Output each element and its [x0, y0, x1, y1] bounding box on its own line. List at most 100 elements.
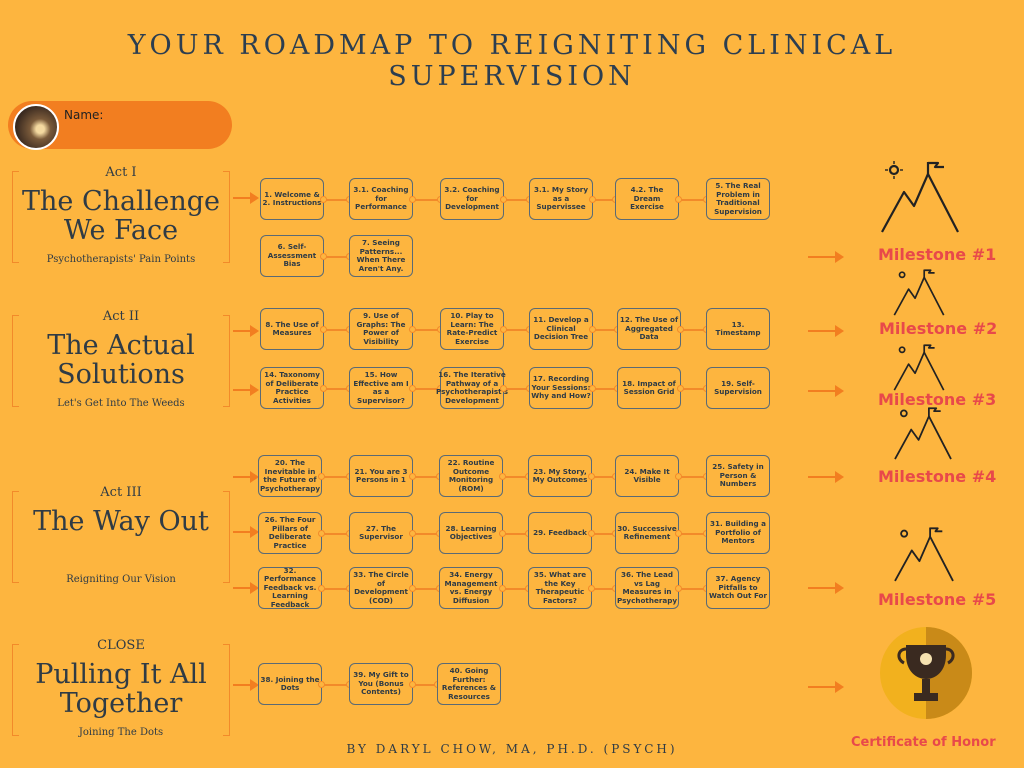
act-subtitle: Reigniting Our Vision: [32, 574, 210, 585]
connector-dot: [675, 196, 682, 203]
mountain-flag-icon: [893, 344, 945, 391]
node-connector: [592, 476, 615, 478]
act-title: The Actual Solutions: [47, 330, 195, 390]
roadmap-node[interactable]: 36. The Lead vs Lag Measures in Psychoth…: [615, 567, 679, 609]
page-title: YOUR ROADMAP TO REIGNITING CLINICAL SUPE…: [127, 30, 897, 92]
node-connector: [679, 533, 706, 535]
roadmap-node[interactable]: 26. The Four Pillars of Deliberate Pract…: [258, 512, 322, 554]
connector-dot: [409, 385, 416, 392]
row-arrow: [233, 679, 259, 691]
name-bar[interactable]: Name:: [8, 101, 232, 150]
roadmap-node[interactable]: 14. Taxonomy of Deliberate Practice Acti…: [260, 367, 324, 409]
node-connector: [593, 329, 617, 331]
connector-dot: [500, 385, 507, 392]
roadmap-node[interactable]: 11. Develop a Clinical Decision Tree: [529, 308, 593, 350]
certificate-label: Certificate of Honor: [851, 735, 996, 750]
connector-dot: [320, 385, 327, 392]
roadmap-node[interactable]: 10. Play to Learn: The Rate-Predict Exer…: [440, 308, 504, 350]
roadmap-node[interactable]: 31. Building a Portfolio of Mentors: [706, 512, 770, 554]
node-connector: [679, 588, 706, 590]
connector-dot: [677, 385, 684, 392]
roadmap-node[interactable]: 39. My Gift to You (Bonus Contents): [349, 663, 413, 705]
roadmap-node[interactable]: 3.1. Coaching for Performance: [349, 178, 413, 220]
mountain-flag-icon: [894, 407, 952, 460]
row-arrow: [233, 384, 259, 396]
mountain-flag-icon: [881, 161, 959, 233]
roadmap-node[interactable]: 17. Recording Your Sessions: Why and How…: [529, 367, 593, 409]
roadmap-node[interactable]: 33. The Circle of Development (COD): [349, 567, 413, 609]
roadmap-node[interactable]: 30. Successive Refinement: [615, 512, 679, 554]
act-label: Act III: [72, 485, 170, 500]
milestone-arrow: [808, 251, 844, 263]
connector-dot: [589, 385, 596, 392]
roadmap-node[interactable]: 32. Performance Feedback vs. Learning Fe…: [258, 566, 322, 609]
roadmap-node[interactable]: 6. Self-Assessment Bias: [260, 235, 324, 277]
roadmap-node[interactable]: 7. Seeing Patterns... When There Aren't …: [349, 235, 413, 277]
connector-dot: [500, 196, 507, 203]
connector-dot: [499, 473, 506, 480]
roadmap-node[interactable]: 37. Agency Pitfalls to Watch Out For: [706, 567, 770, 609]
roadmap-node[interactable]: 5. The Real Problem in Traditional Super…: [706, 178, 770, 220]
roadmap-node[interactable]: 28. Learning Objectives: [439, 512, 503, 554]
roadmap-node[interactable]: 23. My Story, My Outcomes: [528, 455, 592, 497]
node-connector: [679, 199, 706, 201]
node-connector: [324, 388, 349, 390]
act-title: The Way Out: [33, 506, 209, 537]
milestone-label: Milestone #3: [878, 390, 997, 409]
milestone-label: Milestone #1: [878, 245, 997, 264]
roadmap-node[interactable]: 12. The Use of Aggregated Data: [617, 308, 681, 350]
roadmap-node[interactable]: 16. The Iterative Pathway of a Psychothe…: [436, 367, 508, 409]
roadmap-node[interactable]: 8. The Use of Measures: [260, 308, 324, 350]
mountain-flag-icon: [893, 269, 945, 316]
roadmap-node[interactable]: 24. Make It Visible: [615, 455, 679, 497]
roadmap-node[interactable]: 35. What are the Key Therapeutic Factors…: [528, 567, 592, 609]
row-arrow: [233, 471, 259, 483]
act-1: Act I The Challenge We Face Psychotherap…: [12, 165, 230, 267]
milestone-arrow: [808, 385, 844, 397]
node-connector: [413, 588, 439, 590]
roadmap-node[interactable]: 9. Use of Graphs: The Power of Visibilit…: [349, 308, 413, 350]
node-connector: [503, 588, 528, 590]
roadmap-node[interactable]: 20. The Inevitable in the Future of Psyc…: [258, 455, 322, 497]
name-label: Name:: [64, 108, 104, 122]
roadmap-node[interactable]: 3.1. My Story as a Supervissee: [529, 178, 593, 220]
connector-dot: [499, 530, 506, 537]
node-connector: [592, 588, 615, 590]
roadmap-node[interactable]: 25. Safety in Person & Numbers: [706, 455, 770, 497]
act-title: Pulling It All Together: [35, 659, 207, 719]
act-2: Act II The Actual Solutions Let's Get In…: [12, 309, 230, 411]
roadmap-node[interactable]: 29. Feedback: [528, 512, 592, 554]
act-subtitle: Let's Get Into The Weeds: [32, 398, 210, 409]
milestone-arrow: [808, 325, 844, 337]
milestone-arrow: [808, 681, 844, 693]
roadmap-node[interactable]: 27. The Supervisor: [349, 512, 413, 554]
roadmap-node[interactable]: 21. You are 3 Persons in 1: [349, 455, 413, 497]
roadmap-node[interactable]: 4.2. The Dream Exercise: [615, 178, 679, 220]
node-connector: [322, 684, 349, 686]
avatar: [13, 104, 59, 150]
act-label: Act I: [72, 165, 170, 180]
connector-dot: [588, 585, 595, 592]
roadmap-node[interactable]: 40. Going Further: References & Resource…: [437, 663, 501, 705]
roadmap-node[interactable]: 34. Energy Management vs. Energy Diffusi…: [439, 567, 503, 609]
roadmap-node[interactable]: 1. Welcome & 2. Instructions: [260, 178, 324, 220]
node-connector: [413, 533, 439, 535]
roadmap-node[interactable]: 38. Joining the Dots: [258, 663, 322, 705]
node-connector: [593, 199, 615, 201]
roadmap-node[interactable]: 19. Self-Supervision: [706, 367, 770, 409]
roadmap-node[interactable]: 18. Impact of Session Grid: [617, 367, 681, 409]
connector-dot: [320, 196, 327, 203]
roadmap-node[interactable]: 15. How Effective am I as a Supervisor?: [349, 367, 413, 409]
roadmap-node[interactable]: 22. Routine Outcome Monitoring (ROM): [439, 455, 503, 497]
roadmap-node[interactable]: 3.2. Coaching for Development: [440, 178, 504, 220]
roadmap-node[interactable]: 13. Timestamp: [706, 308, 770, 350]
connector-dot: [318, 681, 325, 688]
node-connector: [413, 684, 437, 686]
node-connector: [681, 329, 706, 331]
node-connector: [504, 388, 529, 390]
milestone-label: Milestone #2: [879, 319, 998, 338]
row-arrow: [233, 192, 259, 204]
connector-dot: [409, 681, 416, 688]
connector-dot: [409, 585, 416, 592]
milestone-label: Milestone #4: [878, 467, 997, 486]
